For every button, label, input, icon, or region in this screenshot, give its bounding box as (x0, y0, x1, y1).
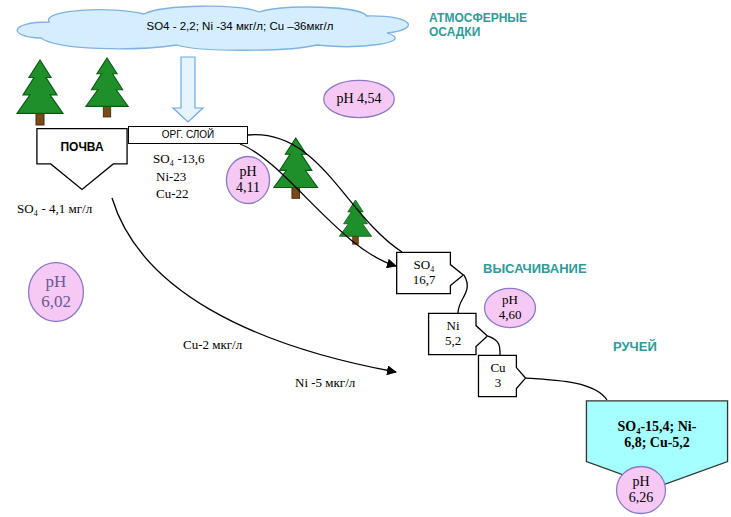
node-content: ПОЧВА (42, 133, 122, 163)
node-outline (324, 80, 395, 117)
node-outline (485, 288, 536, 327)
node-content: pH 4,11 (231, 160, 265, 200)
node-content: pH 6,26 (622, 470, 660, 510)
flow-connector (248, 135, 402, 252)
label-text: Ni -5 мкг/л (294, 376, 356, 391)
flow-arrow-box: Cu 3 (478, 355, 526, 397)
node-content: SO₄-15,4; Ni-6,8; Cu-5,2 (610, 408, 704, 462)
layer-box: ОРГ. СЛОЙ (128, 126, 248, 144)
node-text: pH 4,54 (336, 91, 381, 107)
node-outline (429, 313, 488, 354)
flow-arrow-box: SO₄ 16,7 (396, 252, 464, 294)
node-text: SO₄ 16,7 (413, 258, 436, 288)
node-text: Cu 3 (490, 361, 505, 391)
node-content: pH 6,02 (34, 267, 78, 317)
precipitation-cloud: SO4 - 2,2; Ni -34 мкг/л; Cu –36мкг/л (8, 2, 420, 52)
label-text: РУЧЕЙ (612, 340, 658, 355)
node-text: pH 6,26 (629, 474, 654, 506)
flow-connector (240, 144, 396, 266)
flow-connector (458, 275, 467, 313)
node-content: SO₄ 16,7 (400, 255, 448, 291)
flow-connector (526, 378, 607, 400)
label-text: Ni-23 (155, 170, 187, 185)
tree-icon (17, 60, 63, 125)
flow-line (112, 198, 396, 372)
ph-ellipse: pH 6,02 (28, 262, 84, 322)
soil-arrow-box: ПОЧВА (36, 128, 128, 190)
node-text: pH 4,60 (499, 293, 522, 323)
label-text: Cu-2 мкг/л (182, 338, 243, 353)
label-text: SO₄ - 4,1 мг/л (16, 202, 93, 217)
node-outline (36, 128, 128, 190)
node-content: SO4 - 2,2; Ni -34 мкг/л; Cu –36мкг/л (104, 14, 376, 40)
label-text: АТМОСФЕРНЫЕ ОСАДКИ (428, 12, 548, 40)
node-outline (29, 263, 84, 322)
ph-ellipse: pH 6,26 (616, 466, 666, 514)
label-text: SO₄ -13,6 (152, 152, 205, 167)
node-text: ПОЧВА (60, 141, 103, 155)
node-text: ОРГ. СЛОЙ (162, 129, 215, 141)
label-text: ВЫСАЧИВАНИЕ (482, 262, 588, 277)
flow-connector (488, 336, 500, 355)
flow-connector (173, 57, 203, 122)
node-text: SO₄-15,4; Ni-6,8; Cu-5,2 (610, 419, 704, 451)
node-text: pH 6,02 (41, 272, 71, 311)
node-outline (17, 6, 408, 50)
node-content: Ni 5,2 (432, 316, 474, 352)
node-outline (226, 156, 269, 203)
label-text: Cu-22 (155, 187, 190, 202)
node-outline (37, 129, 127, 190)
ph-ellipse: pH 4,54 (323, 80, 395, 118)
node-content: ОРГ. СЛОЙ (133, 128, 243, 142)
node-outline (397, 252, 464, 293)
ph-ellipse: pH 4,11 (226, 156, 270, 204)
ph-ellipse: pH 4,60 (484, 288, 536, 328)
node-outline (478, 355, 525, 396)
node-content: Cu 3 (482, 358, 514, 394)
node-text: SO4 - 2,2; Ni -34 мкг/л; Cu –36мкг/л (146, 20, 333, 33)
tree-icon (86, 58, 128, 117)
flow-arrow-box: Ni 5,2 (428, 313, 488, 355)
node-outline (617, 466, 666, 513)
node-text: pH 4,11 (236, 164, 260, 196)
node-content: pH 4,60 (490, 291, 530, 325)
node-content: pH 4,54 (329, 84, 389, 114)
node-text: Ni 5,2 (445, 319, 461, 349)
